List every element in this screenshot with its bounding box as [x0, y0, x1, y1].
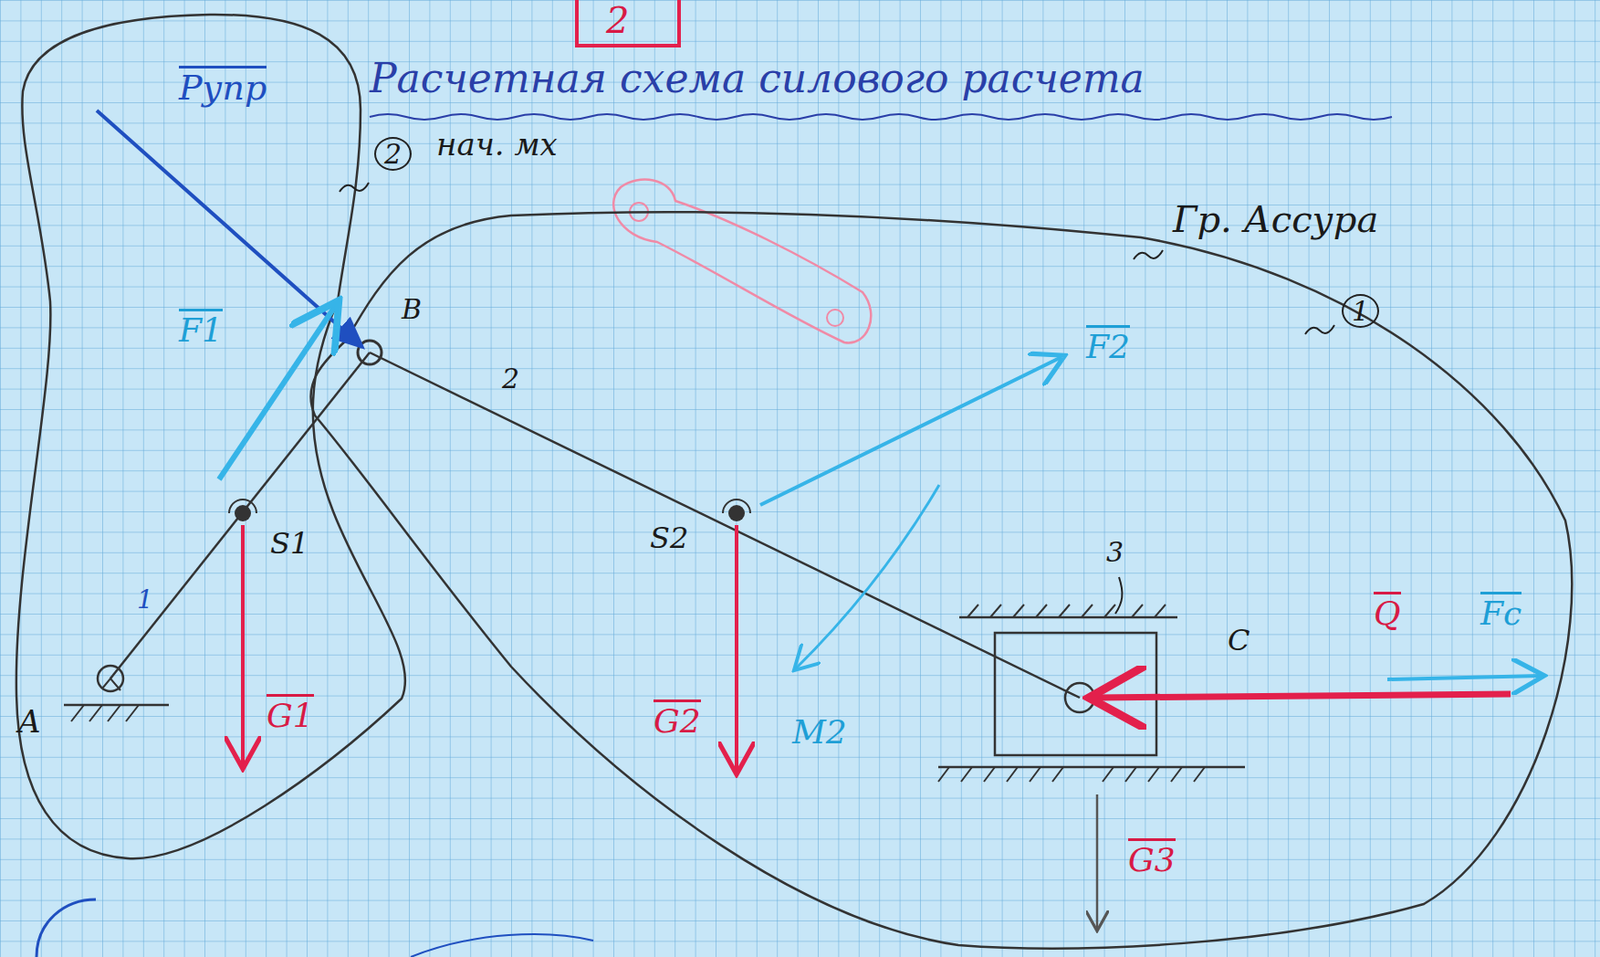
force-label: G3 [1128, 837, 1176, 879]
link-sketch [613, 179, 871, 344]
callout-number: 2 [374, 136, 412, 171]
joint-label: B [401, 293, 422, 325]
gravity-arrow [1096, 794, 1099, 929]
red-box [576, 0, 680, 46]
force-label: G1 [266, 693, 314, 734]
title-underline [369, 114, 1392, 120]
force-label: Fc [1480, 591, 1522, 632]
slider [994, 632, 1157, 755]
force-arrow [1387, 675, 1541, 680]
group-outline [16, 14, 406, 858]
force-arrow [96, 110, 363, 347]
force-arrow [1095, 693, 1511, 698]
callout-number: 2 [606, 0, 629, 41]
crank-link [110, 352, 370, 679]
joint-label: A [18, 704, 42, 739]
leader-line [1305, 324, 1335, 335]
group-label: Гр. Ассура [1172, 198, 1379, 240]
force-label: Pупр [178, 65, 267, 108]
gravity-arrow [734, 524, 739, 771]
link-number: 2 [501, 363, 520, 394]
group-outline [310, 211, 1572, 948]
moment-arrow [795, 484, 940, 669]
force-arrow [760, 356, 1062, 505]
group-label: нач. мх [436, 127, 558, 162]
joint-label: C [1227, 624, 1250, 657]
force-label: Q [1373, 591, 1402, 632]
leader-line [1115, 576, 1122, 614]
connecting-rod [369, 352, 1080, 698]
link-number: 3 [1106, 536, 1124, 567]
point-label: S2 [649, 522, 689, 555]
callout-number: 1 [1341, 293, 1380, 328]
leader-line [1133, 250, 1163, 260]
link-number: 1 [136, 585, 154, 615]
point-label: S1 [270, 527, 309, 560]
gravity-arrow [240, 524, 245, 765]
force-label: G2 [653, 699, 701, 740]
force-label: F2 [1086, 324, 1130, 366]
force-label: F1 [178, 308, 223, 349]
title: Расчетная схема силового расчета [369, 56, 1145, 101]
force-arrow [219, 304, 336, 480]
leader-line [339, 182, 369, 192]
moment-label: M2 [792, 713, 848, 751]
